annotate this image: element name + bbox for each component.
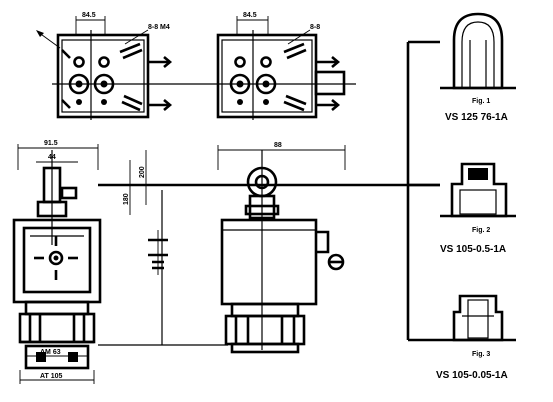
dim-vertical-height: 200 [139, 166, 146, 178]
top-right-view: 84.5 8-8 [200, 12, 356, 120]
fig-2-label: Fig. 2 [472, 227, 490, 234]
callout-top-left: 8-8 M4 [148, 24, 170, 31]
fig-3-label: Fig. 3 [472, 351, 490, 358]
variant-fig-2: Fig. 2 VS 105-0.5-1A [440, 162, 516, 255]
dim-base-width-outer: AT 105 [40, 373, 63, 380]
dim-front-width-outer: 91.5 [44, 140, 58, 147]
variant-fig-3: Fig. 3 VS 105-0.05-1A [436, 294, 516, 381]
fig-1-model: VS 125 76-1A [445, 112, 508, 123]
side-view: 88 [217, 142, 346, 354]
dim-top-right-width: 84.5 [243, 12, 257, 19]
variant-bracket [406, 40, 440, 342]
variant-fig-1: Fig. 1 VS 125 76-1A [440, 12, 516, 123]
fig-2-model: VS 105-0.5-1A [440, 244, 506, 255]
dim-side-width: 88 [274, 142, 282, 149]
fig-1-label: Fig. 1 [472, 98, 490, 105]
callout-top-right: 8-8 [310, 24, 320, 31]
dim-top-left-width: 84.5 [82, 12, 96, 19]
fig-3-model: VS 105-0.05-1A [436, 370, 508, 381]
dim-vertical-center: 180 [123, 193, 130, 205]
top-left-view: 84.5 8-8 M4 [36, 12, 200, 120]
dim-base-width-inner: AM 63 [40, 349, 61, 356]
vertical-dimensions: 180 200 [123, 150, 168, 345]
front-view: 91.5 44 AM 63 AT 105 [12, 140, 102, 384]
